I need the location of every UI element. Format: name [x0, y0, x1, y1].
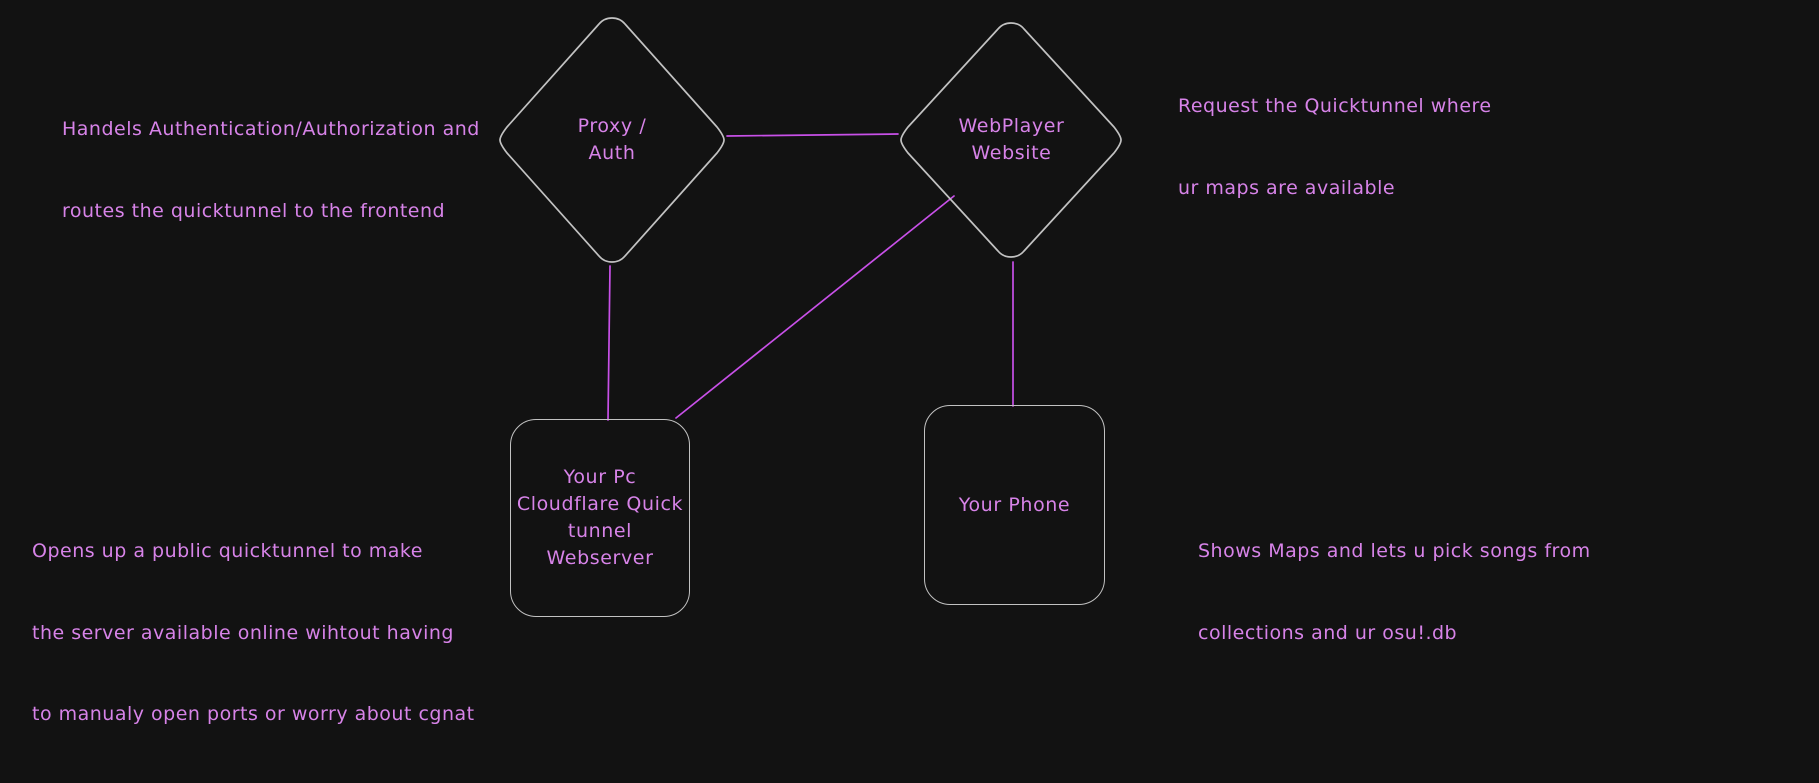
annotation-line: to manualy open ports or worry about cgn…: [32, 703, 475, 726]
node-your-phone-label: Your Phone: [925, 406, 1104, 604]
node-your-pc[interactable]: Your Pc Cloudflare Quick tunnel Webserve…: [510, 419, 690, 617]
annotation-line: Handels Authentication/Authorization and: [62, 118, 480, 141]
annotation-line: Shows Maps and lets u pick songs from: [1198, 540, 1591, 563]
node-line: Your Pc: [563, 466, 637, 489]
edge-your-pc-to-webplayer: [675, 195, 955, 419]
annotation-your-pc-note: Opens up a public quicktunnel to make th…: [32, 484, 475, 783]
edge-layer: [607, 133, 1014, 421]
edge-proxy-to-webplayer: [726, 133, 899, 137]
annotation-line: the server available online wihtout havi…: [32, 621, 454, 644]
node-line: tunnel: [567, 520, 633, 542]
node-line: Your Phone: [958, 493, 1071, 516]
node-webplayer-website[interactable]: WebPlayer Website: [899, 20, 1124, 260]
diagram-canvas: Proxy / Auth WebPlayer Website Your Pc C…: [32, 15, 1591, 726]
diamond-outline: [900, 22, 1122, 258]
annotation-line: routes the quicktunnel to the frontend: [62, 199, 446, 222]
node-line: Webserver: [546, 546, 654, 569]
node-proxy-auth[interactable]: Proxy / Auth: [497, 15, 727, 265]
annotation-line: Opens up a public quicktunnel to make: [32, 540, 423, 563]
annotation-your-phone-note: Shows Maps and lets u pick songs from co…: [1198, 484, 1591, 701]
annotation-line: Request the Quicktunnel where: [1178, 95, 1492, 118]
node-line: Cloudflare Quick: [516, 493, 684, 516]
annotation-line: collections and ur osu!.db: [1198, 621, 1458, 644]
diamond-outline: [499, 17, 725, 263]
edge-proxy-to-your-pc: [607, 265, 611, 421]
annotation-line: ur maps are available: [1178, 176, 1396, 199]
annotation-proxy-note: Handels Authentication/Authorization and…: [62, 62, 480, 279]
node-your-pc-label: Your Pc Cloudflare Quick tunnel Webserve…: [511, 420, 689, 616]
node-your-phone[interactable]: Your Phone: [924, 405, 1105, 605]
annotation-webplayer-note: Request the Quicktunnel where ur maps ar…: [1178, 39, 1492, 256]
